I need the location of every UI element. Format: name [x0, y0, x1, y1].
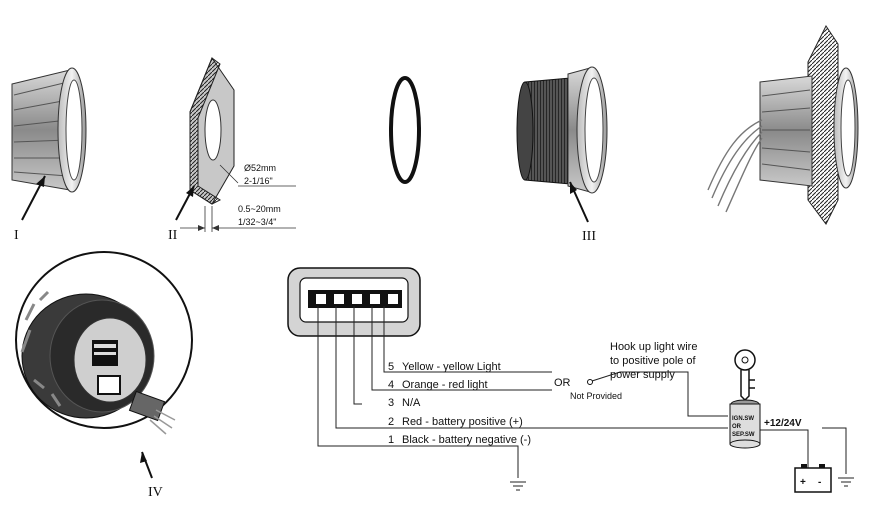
wire-2-pin: 2 [388, 416, 394, 428]
threaded-body-part-iii: III [516, 66, 608, 244]
wire-5 [383, 306, 552, 373]
hole-diameter-mm: Ø52mm [244, 163, 276, 173]
hookup-note-line-2: to positive pole of [610, 355, 697, 367]
or-switch-line [591, 371, 728, 417]
wire-2-label: Red - battery positive (+) [402, 416, 523, 428]
wire-3-label: N/A [402, 397, 421, 409]
wiring [317, 306, 854, 491]
ignition-switch: IGN.SW OR SEP.SW [729, 349, 761, 449]
part-ii-label: II [168, 228, 178, 243]
voltage-label: +12/24V [764, 418, 802, 429]
o-ring [389, 76, 421, 184]
panel-thickness-in: 1/32~3/4" [238, 217, 276, 227]
part-iv-label: IV [148, 485, 163, 500]
or-label: OR [554, 377, 571, 389]
not-provided-label: Not Provided [570, 391, 622, 401]
battery-minus: - [818, 477, 821, 488]
part-iii-label: III [582, 229, 596, 244]
battery-plus: + [800, 477, 806, 488]
switch-label-line-3: SEP.SW [732, 432, 755, 438]
hookup-note: Hook up light wire to positive pole of p… [610, 341, 697, 381]
switch-label-line-2: OR [732, 424, 742, 430]
hole-diameter-in: 2-1/16" [244, 176, 273, 186]
optional-switch: OR Not Provided [554, 377, 622, 401]
wire-1-pin: 1 [388, 434, 394, 446]
wire-4 [371, 306, 552, 391]
hookup-note-line-1: Hook up light wire [610, 341, 697, 353]
wire-4-pin: 4 [388, 379, 394, 391]
panel-thickness-mm: 0.5~20mm [238, 204, 281, 214]
assembled-gauge [707, 25, 859, 225]
ground-line [822, 427, 854, 487]
wire-labels: 5 Yellow - yellow Light 4 Orange - red l… [388, 361, 531, 446]
panel-part-ii: Ø52mm 2-1/16" 0.5~20mm 1/32~3/4" II [168, 56, 296, 243]
part-i-label: I [14, 228, 19, 243]
hookup-note-line-3: power supply [610, 369, 675, 381]
battery: + - [794, 464, 832, 493]
wire-3-pin: 3 [388, 397, 394, 409]
connector [287, 267, 421, 337]
wire-1 [317, 306, 519, 478]
battery-line [760, 429, 809, 468]
switch-label-line-1: IGN.SW [732, 416, 754, 422]
wire-3 [353, 306, 362, 405]
wire-5-pin: 5 [388, 361, 394, 373]
wire-2 [335, 306, 728, 429]
wire-4-label: Orange - red light [402, 379, 488, 391]
wire-1-label: Black - battery negative (-) [402, 434, 531, 446]
wire-5-label: Yellow - yellow Light [402, 361, 501, 373]
rear-view-part-iv: IV [15, 251, 193, 500]
bezel-ring-part-i: I [11, 67, 87, 243]
